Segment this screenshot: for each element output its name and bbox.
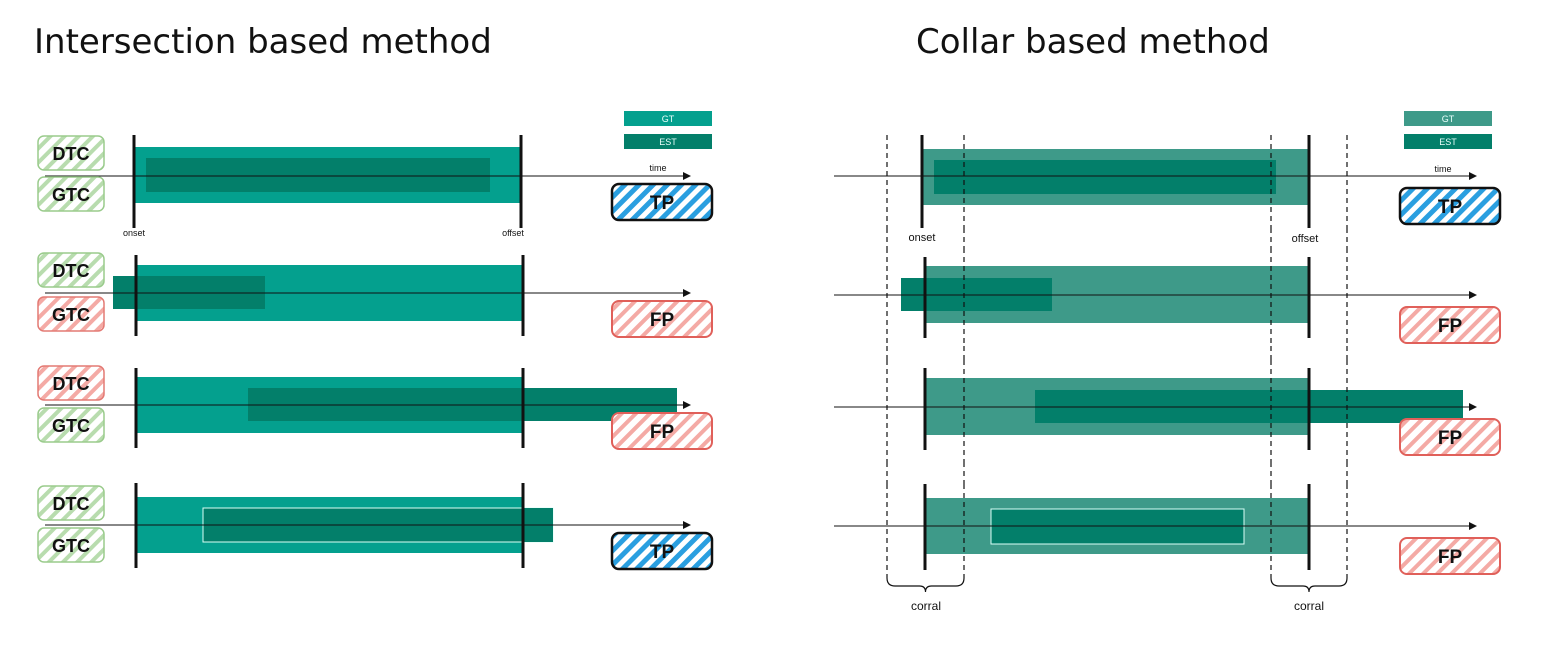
- left-row-3-result-badge-label: FP: [650, 422, 675, 443]
- left-legend-est-swatch: [624, 134, 712, 149]
- left-row-1-dtc-tag-box: [37, 135, 105, 171]
- left-row-4-dtc-tag-label: DTC: [53, 494, 90, 514]
- right-legend-est-swatch: [1404, 134, 1492, 149]
- left-row-4-result-badge-label: TP: [650, 542, 675, 563]
- left-row-4-result-badge-box: [610, 531, 714, 571]
- left-row-2-dtc-tag-box: [37, 252, 105, 288]
- right-legend-gt-label: GT: [1442, 114, 1455, 124]
- left-row-3-gtc-tag-label: GTC: [52, 416, 90, 436]
- left-legend-est-label: EST: [659, 137, 677, 147]
- left-row-2-gtc-tag-box: [37, 296, 105, 332]
- right-onset-label: onset: [909, 232, 936, 244]
- left-row-3-dtc-tag-box: [37, 365, 105, 401]
- left-onset-label: onset: [123, 228, 146, 238]
- left-row-2-result-badge-box: [611, 300, 713, 338]
- left-row-3-dtc-tag-label: DTC: [53, 374, 90, 394]
- right-offset-label: offset: [1292, 233, 1319, 245]
- right-row-1-result-badge-label: TP: [1438, 197, 1463, 218]
- left-legend-gt-label: GT: [662, 114, 675, 124]
- right-corral-label-left: corral: [911, 599, 941, 613]
- right-row-2-result-badge-label: FP: [1438, 316, 1463, 337]
- right-row-4-result-badge-label: FP: [1438, 547, 1463, 568]
- left-row-1-result-badge-box: [610, 182, 714, 222]
- left-row-1-gtc-tag-label: GTC: [52, 185, 90, 205]
- right-time-label: time: [1434, 164, 1451, 174]
- left-row-4-gtc-tag-label: GTC: [52, 536, 90, 556]
- right-corral-brace-left: [886, 577, 965, 593]
- left-row-1-est-bar: [146, 158, 490, 192]
- left-time-label: time: [649, 163, 666, 173]
- right-legend-est-label: EST: [1439, 137, 1457, 147]
- left-row-3-gtc-tag-box: [37, 407, 105, 443]
- right-legend-gt-swatch: [1404, 111, 1492, 126]
- left-row-4-gtc-tag-box: [37, 527, 105, 563]
- left-row-4-dtc-tag-box: [37, 485, 105, 521]
- left-offset-label: offset: [502, 228, 524, 238]
- left-row-1-gtc-tag-box: [37, 176, 105, 212]
- left-row-2-result-badge-label: FP: [650, 310, 675, 331]
- left-legend-gt-swatch: [624, 111, 712, 126]
- right-row-1-est-bar: [934, 160, 1276, 194]
- left-row-2-dtc-tag-label: DTC: [53, 261, 90, 281]
- left-row-1-result-badge-label: TP: [650, 193, 675, 214]
- right-row-3-result-badge-box: [1399, 418, 1501, 456]
- right-panel-title: Collar based method: [916, 22, 1270, 62]
- right-row-1-result-badge-box: [1398, 186, 1502, 226]
- left-panel-title: Intersection based method: [34, 22, 492, 62]
- right-row-3-result-badge-label: FP: [1438, 428, 1463, 449]
- right-corral-label-right: corral: [1294, 599, 1324, 613]
- left-row-3-result-badge-box: [611, 412, 713, 450]
- left-row-1-dtc-tag-label: DTC: [53, 144, 90, 164]
- left-row-2-gtc-tag-label: GTC: [52, 305, 90, 325]
- right-row-2-result-badge-box: [1399, 306, 1501, 344]
- right-row-4-result-badge-box: [1399, 537, 1501, 575]
- right-corral-brace-right: [1270, 577, 1348, 593]
